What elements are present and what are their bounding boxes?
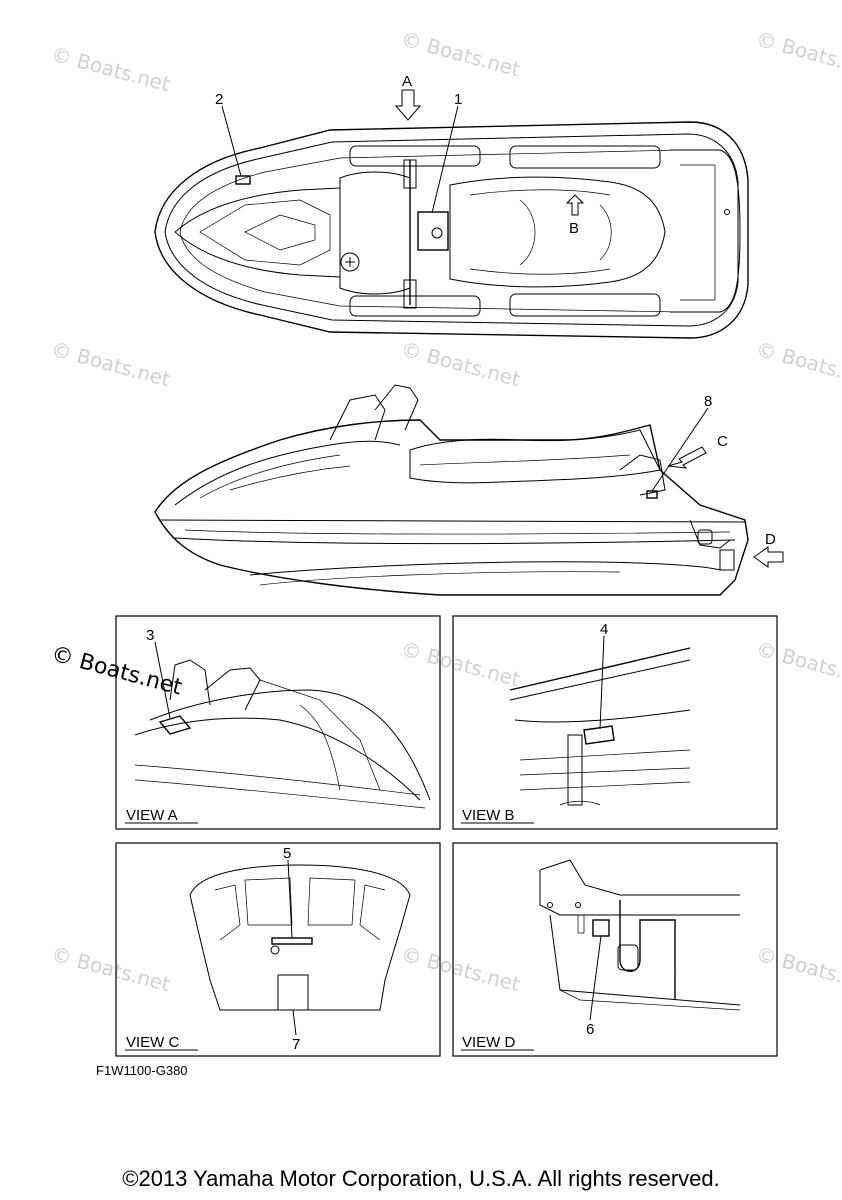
callout-3: 3	[146, 627, 154, 644]
watermark: © Boats.net	[399, 337, 523, 392]
callout-5: 5	[283, 845, 291, 862]
watermark: © Boats.net	[399, 637, 523, 692]
view-a-panel	[115, 615, 441, 830]
drawing-code: F1W1100-G380	[96, 1063, 188, 1078]
callout-1: 1	[454, 91, 462, 108]
watermark: © Boats.net	[49, 42, 173, 97]
callout-7: 7	[292, 1036, 300, 1053]
view-c-drawing	[189, 864, 411, 1011]
watermarks: © Boats.net © Boats.net © Boats.net © Bo…	[48, 27, 842, 997]
view-d-title: VIEW D	[462, 1034, 516, 1051]
leader-lines	[154, 105, 709, 1036]
watercraft-top-view	[154, 121, 749, 339]
view-a-title: VIEW A	[126, 807, 178, 824]
arrow-d-icon	[753, 546, 784, 568]
arrow-a-icon	[394, 89, 422, 121]
view-b-drawing	[509, 647, 691, 806]
watermark: © Boats.net	[49, 337, 173, 392]
callout-4: 4	[600, 621, 608, 638]
copyright-notice: ©2013 Yamaha Motor Corporation, U.S.A. A…	[122, 1166, 720, 1191]
callout-2: 2	[215, 91, 223, 108]
view-d-drawing	[539, 859, 741, 1011]
arrow-d-label: D	[765, 531, 776, 548]
watercraft-side-view	[154, 384, 749, 596]
view-a-drawing	[134, 659, 431, 809]
view-d-panel	[452, 842, 778, 1057]
view-c-title: VIEW C	[126, 1034, 180, 1051]
arrow-c-label: C	[717, 433, 728, 450]
arrow-a-label: A	[402, 73, 412, 90]
callout-6: 6	[586, 1021, 594, 1038]
watermark: © Boats.net	[754, 942, 842, 997]
arrow-c-icon	[667, 446, 707, 469]
view-b-title: VIEW B	[462, 807, 515, 824]
watermark: © Boats.net	[754, 27, 842, 82]
watermark: © Boats.net	[399, 942, 523, 997]
arrow-b-label: B	[569, 220, 579, 237]
watermark: © Boats.net	[49, 942, 173, 997]
watermark: © Boats.net	[754, 637, 842, 692]
watermark: © Boats.net	[399, 27, 523, 82]
view-b-panel	[452, 615, 778, 830]
view-c-panel	[115, 842, 441, 1057]
callout-8: 8	[704, 393, 712, 410]
watermark: © Boats.net	[754, 337, 842, 392]
